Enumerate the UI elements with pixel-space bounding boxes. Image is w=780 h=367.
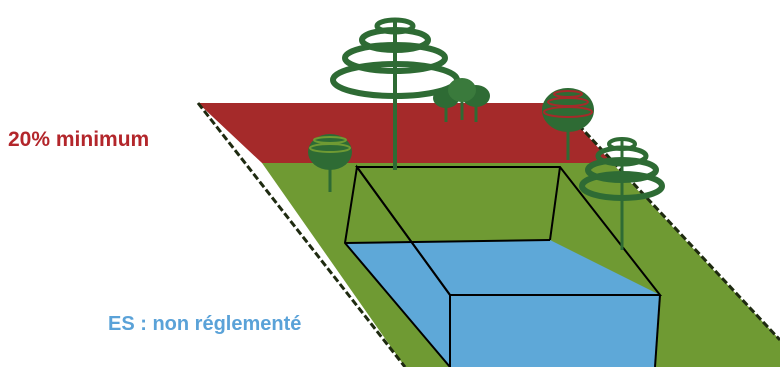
tree-icon (433, 78, 490, 122)
tree-icon (308, 134, 352, 192)
box-wireframe (343, 164, 663, 367)
tree-icon (579, 137, 665, 250)
minimum-percentage-label: 20% minimum (8, 128, 150, 151)
es-label: ES : non réglementé (108, 313, 302, 335)
right-dashed-border (556, 101, 780, 342)
left-dashed-border (196, 102, 407, 367)
red-zone (198, 103, 612, 163)
tree-icon (542, 88, 594, 160)
